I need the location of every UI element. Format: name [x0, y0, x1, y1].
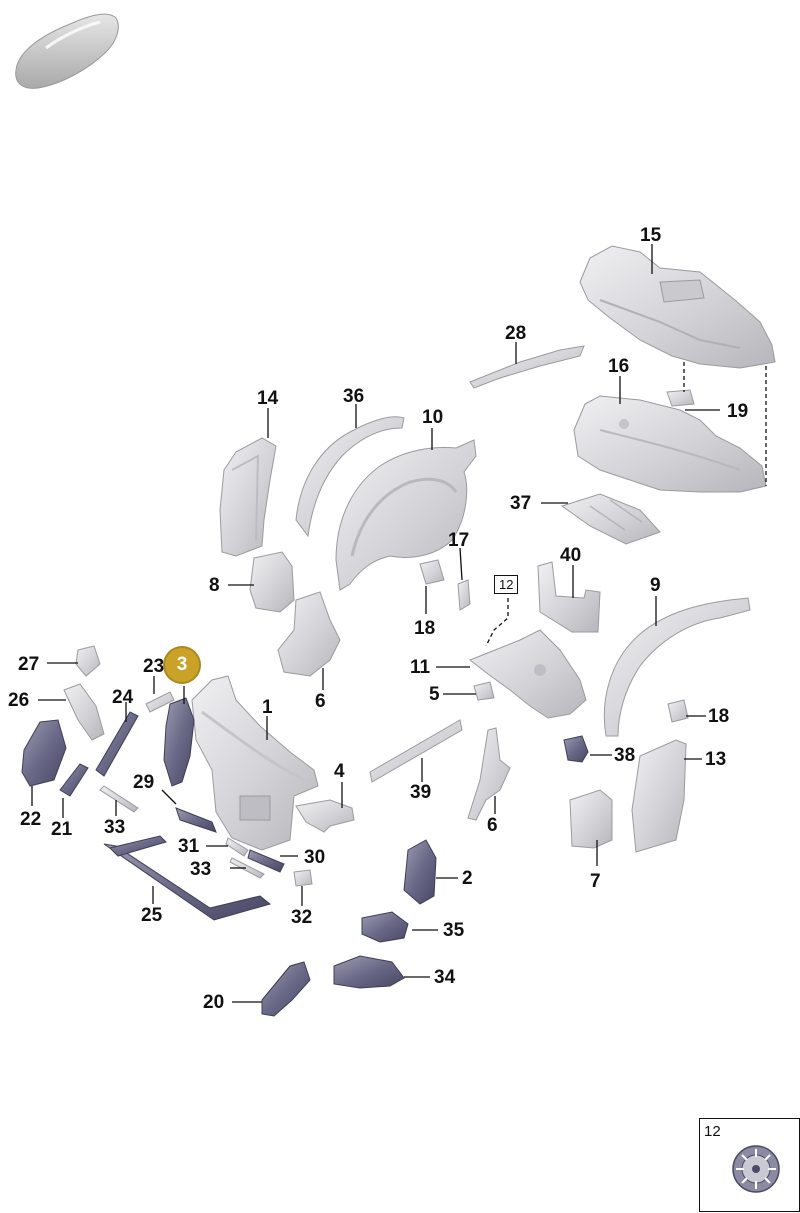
part-label[interactable]: 34 — [434, 967, 456, 988]
part-2-bracket — [403, 839, 437, 905]
part-label[interactable]: 33 — [190, 859, 212, 880]
part-label[interactable]: 2 — [462, 868, 473, 889]
part-27-piece — [75, 645, 101, 677]
part-label[interactable]: 18 — [414, 618, 436, 639]
part-38-clip — [563, 735, 589, 763]
part-13-panel — [631, 739, 687, 853]
part-24-strip — [95, 711, 139, 777]
part-label[interactable]: 38 — [614, 745, 636, 766]
part-label[interactable]: 19 — [727, 401, 749, 422]
part-label[interactable]: 15 — [640, 225, 662, 246]
part-25-frame — [103, 835, 272, 921]
part-label[interactable]: 29 — [133, 772, 155, 793]
part-label[interactable]: 7 — [590, 871, 601, 892]
part-1-bulkhead — [191, 675, 319, 851]
part-28-strip — [469, 345, 585, 389]
part-label[interactable]: 17 — [448, 530, 470, 551]
part-label[interactable]: 11 — [410, 657, 431, 678]
part-20-piece — [261, 961, 311, 1017]
part-5-block — [473, 681, 495, 701]
part-3-dark-bracket — [163, 697, 195, 787]
part-8-block — [249, 551, 295, 613]
part-18-pad — [667, 699, 689, 723]
part-label[interactable]: 39 — [410, 782, 432, 803]
part-36-arch-liner — [295, 416, 405, 538]
part-label[interactable]: 28 — [505, 323, 527, 344]
part-label[interactable]: 14 — [257, 388, 279, 409]
part-label[interactable]: 25 — [141, 905, 163, 926]
part-label[interactable]: 20 — [203, 992, 225, 1013]
part-14-panel — [219, 437, 277, 557]
part-9-rear-arch — [603, 597, 751, 737]
part-label[interactable]: 16 — [608, 356, 630, 377]
part-21-piece — [59, 763, 89, 797]
part-label[interactable]: 1 — [262, 697, 273, 718]
highlighted-part-marker[interactable]: 3 — [163, 646, 201, 684]
part-label[interactable]: 9 — [650, 575, 661, 596]
part-label[interactable]: 24 — [112, 687, 134, 708]
part-label[interactable]: 36 — [343, 386, 365, 407]
part-37-mat — [560, 493, 661, 545]
part-40-bracket — [537, 561, 601, 633]
part-label[interactable]: 4 — [334, 761, 345, 782]
part-label[interactable]: 40 — [560, 545, 582, 566]
part-29-piece — [175, 807, 217, 833]
part-label[interactable]: 32 — [291, 907, 313, 928]
part-34-piece — [333, 955, 405, 989]
part-23-strip — [145, 691, 175, 713]
part-17-piece — [457, 579, 471, 611]
part-label[interactable]: 6 — [487, 815, 498, 836]
part-32-piece — [293, 869, 313, 887]
part-label[interactable]: 37 — [510, 493, 532, 514]
part-10-wheel-house — [335, 439, 477, 591]
callout-box-12[interactable]: 12 — [494, 575, 519, 594]
part-label[interactable]: 31 — [178, 836, 200, 857]
part-label[interactable]: 35 — [443, 920, 465, 941]
part-35-piece — [361, 911, 409, 943]
part-label[interactable]: 8 — [209, 575, 220, 596]
part-label[interactable]: 22 — [20, 809, 42, 830]
detail-inset: 12 — [699, 1118, 800, 1212]
part-11-frame — [469, 629, 587, 719]
part-4-bracket — [295, 799, 355, 833]
part-label[interactable]: 23 — [143, 656, 165, 677]
part-label[interactable]: 5 — [429, 684, 440, 705]
part-7-block — [569, 789, 613, 849]
part-19-pad — [666, 389, 695, 407]
car-silhouette-icon — [15, 13, 119, 89]
part-31-rod — [225, 837, 249, 857]
part-39-strip — [369, 719, 463, 783]
part-label[interactable]: 6 — [315, 691, 326, 712]
leader-lines — [31, 244, 767, 1003]
part-6-upper-bracket — [277, 591, 341, 677]
part-label[interactable]: 18 — [708, 706, 730, 727]
part-22-box — [21, 719, 67, 787]
part-33-rod-lower — [229, 857, 265, 879]
part-15-insulation-panel — [579, 245, 776, 369]
part-label[interactable]: 13 — [705, 749, 727, 770]
inset-label: 12 — [704, 1123, 721, 1140]
part-label[interactable]: 10 — [422, 407, 444, 428]
clip-fastener-icon — [732, 1145, 780, 1193]
part-label[interactable]: 27 — [18, 654, 40, 675]
part-label[interactable]: 30 — [304, 847, 326, 868]
part-18-piece — [419, 559, 445, 585]
part-26-piece — [63, 683, 105, 741]
part-30-piece — [247, 849, 285, 873]
part-label[interactable]: 33 — [104, 817, 126, 838]
part-label[interactable]: 21 — [51, 819, 73, 840]
part-6-lower-bracket — [467, 727, 511, 821]
part-label[interactable]: 26 — [8, 690, 30, 711]
part-33-rod — [99, 785, 139, 813]
